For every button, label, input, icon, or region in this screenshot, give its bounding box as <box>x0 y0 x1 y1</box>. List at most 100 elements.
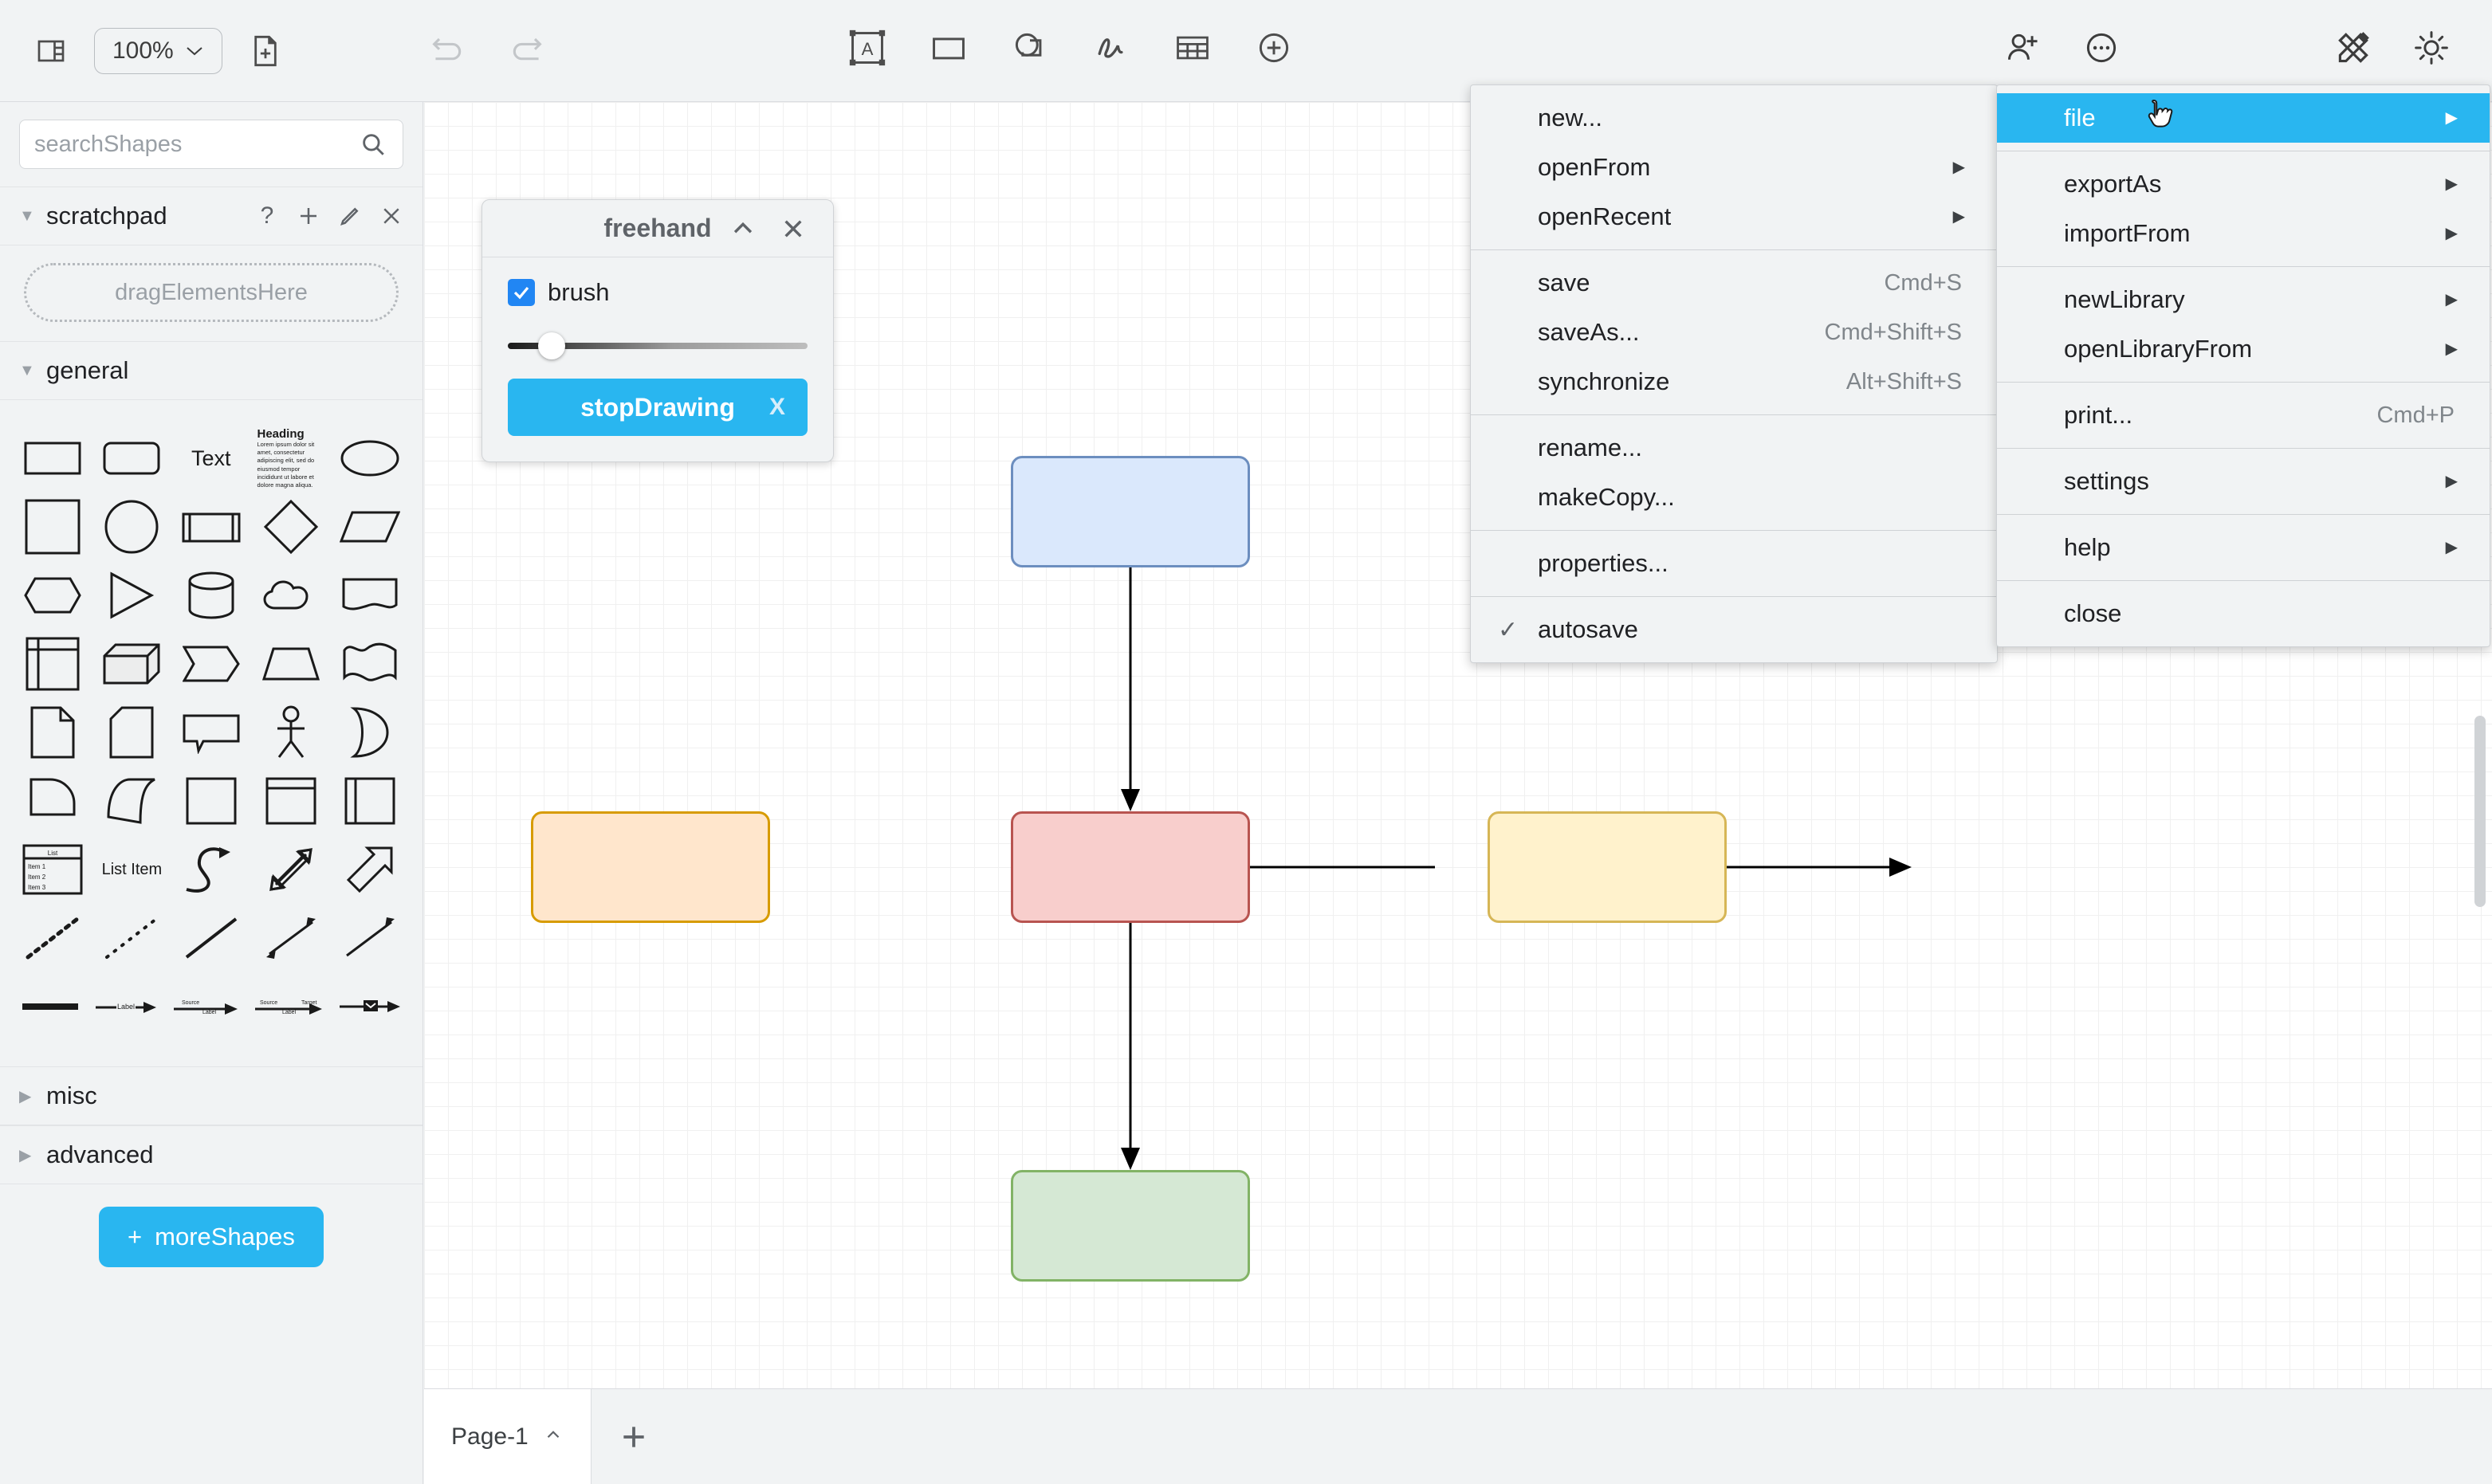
shape-delay[interactable] <box>336 698 403 767</box>
theme-sun-icon[interactable] <box>2407 24 2455 72</box>
stop-drawing-close[interactable]: X <box>769 394 785 421</box>
freehand-panel-header[interactable]: freehand <box>482 200 833 257</box>
shape-trapezoid[interactable] <box>257 630 324 698</box>
menu-item-autosave[interactable]: ✓autosave <box>1471 605 1997 654</box>
menu-item-open-from[interactable]: openFrom▶ <box>1471 143 1997 192</box>
chevron-up-icon[interactable] <box>729 215 757 242</box>
menu-item-synchronize[interactable]: synchronizeAlt+Shift+S <box>1471 357 1997 406</box>
menu-item-help[interactable]: help▶ <box>1997 523 2490 572</box>
brush-size-slider[interactable] <box>508 332 808 359</box>
shape-list[interactable]: List Item 1 Item 2 Item 3 <box>19 835 86 904</box>
sidebar-section-scratchpad[interactable]: ▼ scratchpad ? <box>0 186 423 245</box>
scratchpad-dropzone[interactable]: dragElementsHere <box>24 263 399 322</box>
shape-thick-line[interactable] <box>19 972 81 1041</box>
menu-item-new-library[interactable]: newLibrary▶ <box>1997 275 2490 324</box>
shape-circle[interactable] <box>99 493 166 561</box>
search-input[interactable] <box>20 132 360 158</box>
stop-drawing-button[interactable]: stopDrawing X <box>508 379 808 436</box>
more-shapes-button[interactable]: + moreShapes <box>99 1207 324 1267</box>
undo-icon[interactable] <box>424 24 472 72</box>
sidebar-section-misc[interactable]: ▶ misc <box>0 1066 423 1125</box>
scratchpad-help-icon[interactable]: ? <box>255 204 279 228</box>
chevron-up-icon[interactable] <box>543 1424 564 1449</box>
shapes-icon[interactable] <box>1006 24 1054 72</box>
canvas-vertical-scrollbar[interactable] <box>2474 716 2486 907</box>
freehand-icon[interactable] <box>1087 24 1135 72</box>
menu-item-export-as[interactable]: exportAs▶ <box>1997 159 2490 209</box>
shape-process[interactable] <box>178 493 245 561</box>
menu-item-make-copy[interactable]: makeCopy... <box>1471 473 1997 522</box>
shape-horizontal-container[interactable] <box>336 767 403 835</box>
text-box-icon[interactable]: A <box>843 24 891 72</box>
add-page-button[interactable] <box>592 1389 676 1484</box>
brush-checkbox[interactable] <box>508 279 535 306</box>
more-options-icon[interactable] <box>2077 24 2125 72</box>
menu-item-new[interactable]: new... <box>1471 93 1997 143</box>
shape-step[interactable] <box>178 630 245 698</box>
sidebar-section-advanced[interactable]: ▶ advanced <box>0 1125 423 1184</box>
node-top-blue[interactable] <box>1011 456 1250 567</box>
shape-dotted-line-thin[interactable] <box>99 904 166 972</box>
scratchpad-close-icon[interactable] <box>379 204 403 228</box>
node-right-yellow[interactable] <box>1488 811 1727 923</box>
add-person-icon[interactable] <box>1999 24 2047 72</box>
shape-tape[interactable] <box>336 630 403 698</box>
menu-item-close[interactable]: close <box>1997 589 2490 638</box>
shape-callout[interactable] <box>178 698 245 767</box>
shape-rounded-rectangle[interactable] <box>99 424 166 493</box>
shape-hexagon[interactable] <box>19 561 86 630</box>
shape-card[interactable] <box>99 698 166 767</box>
shape-quarter-circle[interactable] <box>19 767 86 835</box>
shape-triangle[interactable] <box>99 561 166 630</box>
shape-square[interactable] <box>19 493 86 561</box>
menu-item-import-from[interactable]: importFrom▶ <box>1997 209 2490 258</box>
node-center-red[interactable] <box>1011 811 1250 923</box>
shape-source-labeled-arrow[interactable]: SourceLabel <box>172 972 241 1041</box>
shape-message-arrow[interactable] <box>338 972 403 1041</box>
shape-curved-arrow[interactable] <box>178 835 245 904</box>
shape-parallelogram[interactable] <box>336 493 403 561</box>
new-page-icon[interactable] <box>242 27 289 75</box>
shape-directional-arrow[interactable] <box>336 904 403 972</box>
scratchpad-edit-icon[interactable] <box>338 204 362 228</box>
shape-vertical-container[interactable] <box>257 767 324 835</box>
shape-line[interactable] <box>178 904 245 972</box>
shape-ellipse[interactable] <box>337 424 404 493</box>
shape-diamond[interactable] <box>257 493 324 561</box>
menu-item-open-library-from[interactable]: openLibraryFrom▶ <box>1997 324 2490 374</box>
shape-note[interactable] <box>19 698 86 767</box>
toggle-sidebar-icon[interactable] <box>27 27 75 75</box>
menu-item-open-recent[interactable]: openRecent▶ <box>1471 192 1997 241</box>
menu-item-properties[interactable]: properties... <box>1471 539 1997 588</box>
shape-double-arrow-outline[interactable] <box>257 835 324 904</box>
rectangle-icon[interactable] <box>925 24 973 72</box>
shape-bidirectional-arrow[interactable] <box>257 904 324 972</box>
redo-icon[interactable] <box>502 24 550 72</box>
shape-textbox[interactable]: Heading Lorem ipsum dolor sit amet, cons… <box>257 424 324 493</box>
shape-list-item[interactable]: List Item <box>99 835 166 904</box>
shape-container[interactable] <box>178 767 245 835</box>
insert-plus-icon[interactable] <box>1250 24 1298 72</box>
format-pencil-ruler-icon[interactable] <box>2329 24 2377 72</box>
shape-cube[interactable] <box>99 630 166 698</box>
shape-block-arrow[interactable] <box>336 835 403 904</box>
scratchpad-add-icon[interactable] <box>297 204 320 228</box>
shape-text[interactable]: Text <box>178 424 245 493</box>
shape-cloud[interactable] <box>257 561 324 630</box>
menu-item-save-as[interactable]: saveAs...Cmd+Shift+S <box>1471 308 1997 357</box>
menu-item-rename[interactable]: rename... <box>1471 423 1997 473</box>
shape-source-target-arrow[interactable]: SourceLabelTarget <box>254 972 325 1041</box>
search-box[interactable] <box>19 120 403 169</box>
menu-item-file[interactable]: file▶ <box>1997 93 2490 143</box>
node-bottom-green[interactable] <box>1011 1170 1250 1282</box>
shape-actor[interactable] <box>257 698 324 767</box>
shape-cylinder[interactable] <box>178 561 245 630</box>
shape-internal-storage[interactable] <box>19 630 86 698</box>
menu-item-print[interactable]: print...Cmd+P <box>1997 391 2490 440</box>
menu-item-settings[interactable]: settings▶ <box>1997 457 2490 506</box>
table-icon[interactable] <box>1169 24 1217 72</box>
shape-labeled-arrow[interactable]: Label <box>94 972 159 1041</box>
sidebar-section-general[interactable]: ▼ general <box>0 341 423 400</box>
shape-dotted-line-thick[interactable] <box>19 904 86 972</box>
zoom-level-dropdown[interactable]: 100% <box>94 28 222 74</box>
